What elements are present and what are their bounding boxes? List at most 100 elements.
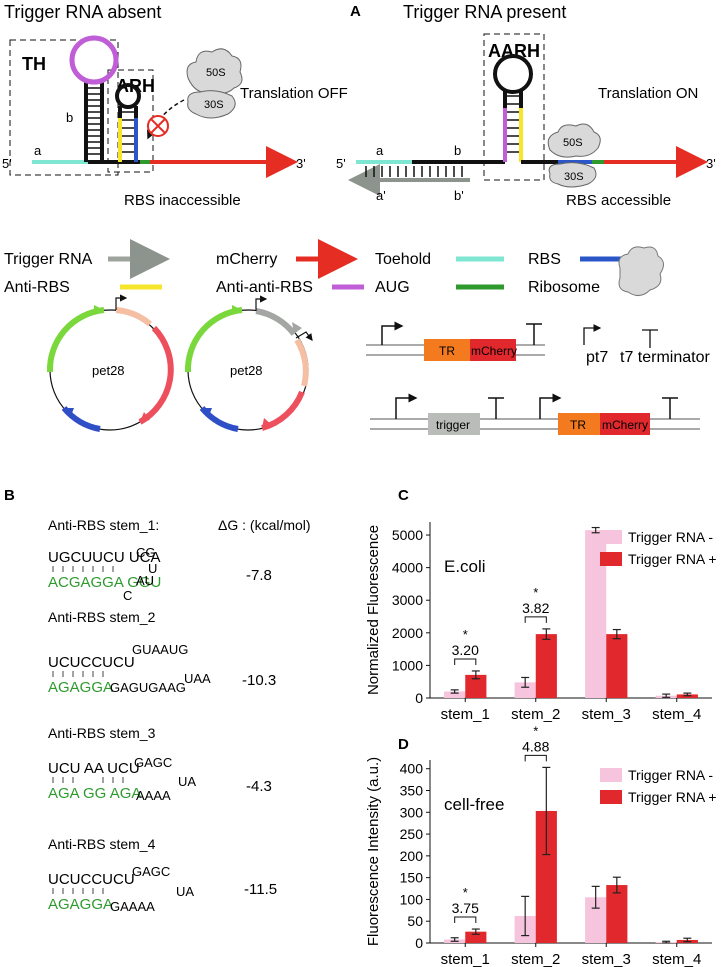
th-label: TH: [22, 54, 46, 74]
rbs-inaccessible-text: RBS inaccessible: [124, 192, 241, 209]
chart-c-bar: [465, 674, 487, 698]
construct-2-trigger-box: [428, 413, 480, 435]
chart-d-bar: [606, 885, 628, 943]
chart-d-y-tick-label: 350: [400, 783, 424, 799]
ribosome-small-label: 30S: [204, 99, 224, 111]
construct-2: trigger TR mCherry: [370, 393, 700, 435]
chart-c-bar: [514, 682, 536, 698]
stem-4-loop-right: UA: [176, 884, 194, 899]
construct-2-tr-label: TR: [570, 418, 586, 432]
chart-c-significance-bracket: [454, 658, 477, 665]
stem-1-header: Anti-RBS stem_1:: [48, 517, 159, 533]
chart-d-y-tick-label: 100: [400, 891, 424, 907]
b-label-on: b: [454, 143, 461, 158]
chart-c-legend-label: Trigger RNA -: [628, 529, 713, 545]
chart-d-legend-swatch: [600, 790, 622, 804]
chart-d-significance-mark: *: [533, 723, 538, 738]
stem-4-pairs: [52, 888, 104, 894]
plasmid-1-origin-segment: [115, 307, 152, 327]
chart-d-significance-bracket: [524, 754, 547, 762]
legend-aug-label: AUG: [375, 279, 410, 296]
legend-toehold-label: Toehold: [375, 251, 431, 268]
ribosome-small-on-label: 30S: [564, 171, 584, 183]
legend-anti-rbs-label: Anti-RBS: [4, 279, 70, 296]
construct-2-mcherry-label: mCherry: [602, 418, 648, 432]
arh-base-pairs: [122, 111, 134, 153]
stem-2-dg: -10.3: [242, 672, 276, 689]
plasmid-1: pet28: [46, 294, 174, 432]
chart-c-x-tick-label: stem_1: [441, 706, 490, 723]
plasmid-2-trigger-segment: [255, 308, 297, 336]
plasmid-1-arrow-c: [64, 408, 74, 418]
stem-4-loop-bottom: GAAAA: [110, 899, 155, 914]
stem-1-structure: UGCUUCU UCA CG U ACGAGGA GGU AU C -7.8: [48, 545, 272, 603]
chart-c-y-tick-label: 1000: [392, 657, 423, 673]
plasmid-2-kan-segment: [184, 307, 243, 373]
chart-c-x-tick-label: stem_3: [582, 706, 631, 723]
aarh-box: [483, 33, 545, 181]
chart-d-y-tick-label: 150: [400, 870, 424, 886]
blocked-icon-cross-b: [150, 118, 166, 134]
ribosome-small-on-icon: [548, 162, 597, 188]
switch-on-diagram: AARH: [336, 33, 716, 209]
stem-2-structure: Anti-RBS stem_2 UCUCCUCU GUAAUG UAA AGAG…: [48, 609, 276, 696]
construct-2-promoter-2-icon: [539, 393, 562, 419]
chart-c-legend-swatch: [600, 552, 622, 566]
stem-3-top: UCU AA UCU: [48, 760, 140, 777]
anti-anti-rbs-loop: [69, 35, 119, 85]
three-prime-left: 3': [296, 156, 306, 171]
chart-c-panel-label: C: [398, 487, 409, 504]
th-base-pairs: [88, 87, 100, 155]
stem-4-dg: -11.5: [244, 881, 277, 898]
plasmid-1-promoter-icon: [115, 294, 128, 310]
a-prime-label: a': [376, 188, 386, 203]
stem-3-loop-right: UA: [178, 774, 196, 789]
legend-trigger-label: Trigger RNA: [4, 251, 93, 268]
chart-c-significance-mark: *: [533, 585, 538, 600]
legend-rbs-label: RBS: [528, 251, 561, 268]
t7-terminator-label: t7 terminator: [620, 349, 710, 366]
construct-1-tr-label: TR: [439, 344, 455, 358]
left-title: Trigger RNA absent: [4, 2, 161, 22]
chart-c-significance-mark: *: [463, 627, 468, 642]
panel-b-label: B: [4, 487, 15, 504]
chart-c-y-tick-label: 2000: [392, 625, 423, 641]
stem-3-loop-bottom: AAAA: [136, 788, 171, 803]
stem-1-pairs: [52, 566, 114, 572]
chart-d-x-tick-label: stem_4: [652, 951, 701, 967]
construct-2-tr-box: [558, 413, 600, 435]
stem-4-bottom: AGAGGA: [48, 896, 113, 913]
legend-anti-anti-rbs-label: Anti-anti-RBS: [216, 279, 313, 296]
legend: Trigger RNA mCherry Toehold RBS Anti-RBS…: [4, 239, 664, 296]
pt7-label: pt7: [586, 349, 608, 366]
construct-2-promoter-1-icon: [395, 393, 418, 419]
arh-loop: [115, 83, 141, 109]
trigger-base-pairs: [365, 166, 463, 177]
chart-d-legend-label: Trigger RNA -: [628, 767, 713, 783]
chart-d-x-tick-label: stem_1: [441, 951, 490, 967]
plasmid-1-insert-segment: [138, 325, 174, 425]
stem-4-name: Anti-RBS stem_4: [48, 836, 156, 852]
aarh-label: AARH: [488, 41, 540, 61]
terminator-legend-icon: [642, 329, 658, 348]
stem-2-loop-right: UAA: [184, 671, 211, 686]
stem-3-pairs: [52, 777, 124, 783]
translation-off-text: Translation OFF: [240, 85, 348, 102]
plasmid-2-arrow-c: [262, 418, 272, 428]
plasmid-2-arrow-d: [202, 408, 212, 418]
chart-c-significance-bracket: [524, 616, 547, 623]
stem-3-loop-top: GAGC: [134, 755, 172, 770]
chart-d-y-tick-label: 200: [400, 848, 424, 864]
chart-d-y-tick-label: 400: [400, 761, 424, 777]
stem-1-loop-bottom: AU: [136, 573, 154, 588]
ribosome-large-on-icon: [547, 123, 601, 158]
switch-off-diagram: TH ARH b a 5' 3': [2, 35, 348, 209]
chart-c-bar: [606, 634, 628, 698]
chart-c-x-tick-label: stem_4: [652, 706, 701, 723]
stem-2-top: UCUCCUCU: [48, 654, 135, 671]
chart-d-y-axis-label: Fluorescence Intensity (a.u.): [365, 757, 382, 946]
stem-3-bottom: AGA GG AGA: [48, 785, 141, 802]
plasmid-2-promoter-icon-2: [295, 331, 313, 341]
